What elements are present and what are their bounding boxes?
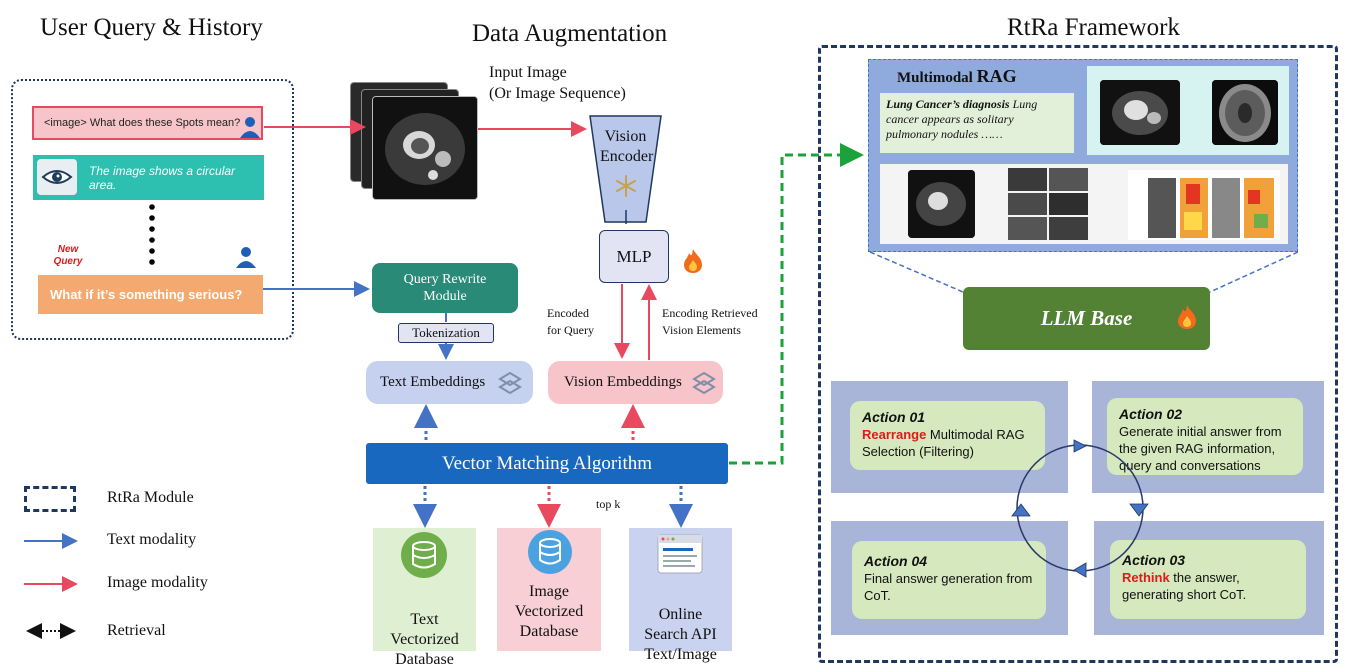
query-rewrite-module: Query Rewrite Module: [372, 263, 518, 313]
top-k-label: top k: [596, 497, 621, 511]
action-03-highlight: Rethink: [1122, 570, 1170, 585]
action-01-text: Multimodal RAG Selection (Filtering): [862, 427, 1025, 459]
rag-mri-grid: [1008, 168, 1088, 240]
history-ellipsis: [148, 203, 156, 265]
mlp-box: MLP: [599, 230, 669, 283]
action-03-text: the answer, generating short CoT.: [1122, 570, 1247, 602]
embedding-icon: [498, 371, 522, 395]
action-03-card: Action 03 Rethink the answer, generating…: [1110, 540, 1306, 619]
middle-title: Data Augmentation: [472, 20, 668, 47]
user-message-text: <image> What does these Spots mean?: [44, 117, 241, 129]
vector-matching-algorithm: Vector Matching Algorithm: [366, 443, 728, 484]
new-query-text: What if it’s something serious?: [50, 287, 243, 302]
legend-image-modality-label: Image modality: [107, 574, 208, 591]
rag-heart-mri: [1100, 80, 1180, 145]
tokenization-box: Tokenization: [398, 323, 494, 343]
action-04-card: Action 04 Final answer generation from C…: [852, 541, 1046, 619]
eye-app-icon: [37, 159, 77, 195]
image-vectorized-database: Image Vectorized Database: [497, 528, 601, 651]
new-query-label: New Query: [53, 244, 83, 267]
user-icon: [238, 114, 262, 138]
text-db-label: Text Vectorized Database: [390, 611, 459, 668]
rag-cardiac-mri: [908, 170, 975, 238]
action-04-title: Action 04: [864, 553, 928, 569]
vision-encoder-label: Vision Encoder: [600, 128, 654, 165]
llm-base-label: LLM Base: [1040, 306, 1133, 330]
rag-text-bold: Lung Cancer’s diagnosis: [886, 97, 1010, 111]
action-01-card: Action 01 Rearrange Multimodal RAG Selec…: [850, 401, 1045, 470]
action-01-highlight: Rearrange: [862, 427, 927, 442]
history-panel: [11, 79, 294, 340]
input-image-label: Input Image (Or Image Sequence): [489, 64, 626, 102]
right-title: RtRa Framework: [1007, 14, 1180, 41]
rag-text-snippet: Lung Cancer’s diagnosis Lung cancer appe…: [880, 93, 1074, 153]
input-mri-image: [372, 96, 478, 200]
multimodal-rag-prefix: Multimodal: [897, 70, 977, 86]
vision-embeddings-box: Vision Embeddings: [548, 361, 723, 404]
action-02-title: Action 02: [1119, 406, 1183, 422]
legend-retrieval-label: Retrieval: [107, 622, 166, 639]
text-embeddings-label: Text Embeddings: [380, 374, 486, 390]
encoded-for-query-label: Encoded for Query: [547, 306, 594, 337]
legend-text-modality-label: Text modality: [107, 531, 197, 548]
database-icon: [527, 529, 573, 575]
online-search-label: Online Search API Text/Image: [644, 606, 717, 663]
rag-brain-mri: [1212, 80, 1278, 145]
image-db-label: Image Vectorized Database: [514, 583, 584, 640]
llm-base: LLM Base: [963, 287, 1210, 350]
database-icon: [400, 531, 448, 579]
legend-module-label: RtRa Module: [107, 489, 194, 506]
action-01-title: Action 01: [862, 409, 926, 425]
embedding-icon: [692, 371, 716, 395]
action-04-text: Final answer generation from CoT.: [864, 571, 1033, 603]
multimodal-rag-title: Multimodal RAG: [897, 66, 1017, 87]
mlp-label: MLP: [616, 246, 652, 266]
vision-encoder: [588, 114, 663, 224]
text-vectorized-database: Text Vectorized Database: [373, 528, 476, 668]
vision-embeddings-label: Vision Embeddings: [564, 374, 682, 390]
action-03-title: Action 03: [1122, 552, 1186, 568]
multimodal-rag-word: RAG: [976, 66, 1017, 86]
snowflake-icon: [615, 175, 637, 197]
action-02-card: Action 02 Generate initial answer from t…: [1107, 398, 1303, 475]
ai-message-text: The image shows a circular area.: [89, 163, 236, 192]
browser-icon: [657, 534, 703, 574]
fire-icon: [1176, 304, 1198, 330]
new-query-bubble: What if it’s something serious?: [38, 275, 263, 314]
query-rewrite-label: Query Rewrite Module: [403, 272, 487, 304]
user-message-bubble: <image> What does these Spots mean?: [32, 106, 263, 140]
vector-matching-label: Vector Matching Algorithm: [441, 452, 653, 474]
rag-text-rest: Lung cancer appears as solitary pulmonar…: [886, 97, 1038, 141]
fire-icon: [682, 248, 704, 274]
left-title: User Query & History: [40, 14, 263, 41]
user-icon: [234, 244, 258, 268]
legend-module-swatch: [24, 486, 76, 512]
rag-perfusion-table: [1128, 170, 1280, 240]
action-02-text: Generate initial answer from the given R…: [1119, 424, 1282, 473]
encoding-retrieved-label: Encoding Retrieved Vision Elements: [662, 306, 758, 337]
tokenization-label: Tokenization: [412, 325, 480, 340]
